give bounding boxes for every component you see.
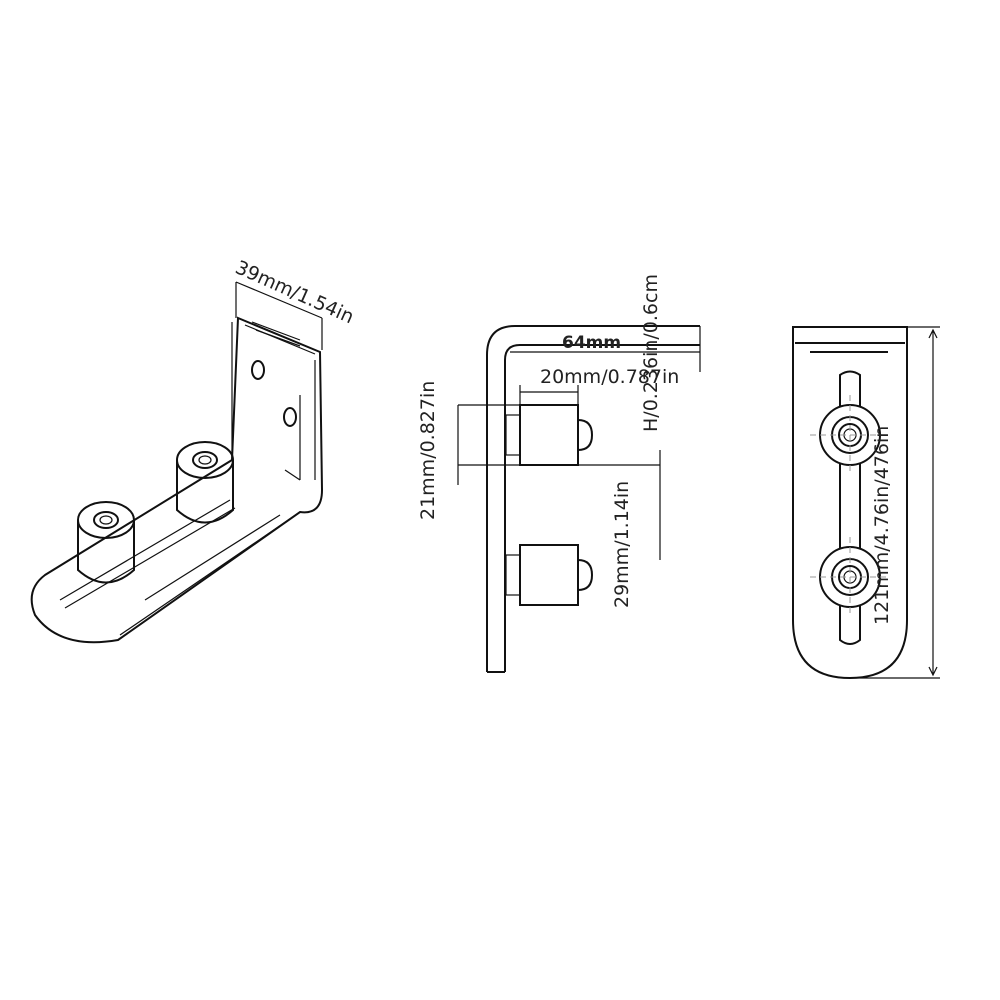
label-64mm: 64mm [562,333,621,353]
roller-side-2 [519,544,579,606]
roller-2 [77,501,135,584]
bracket-outline [30,316,324,644]
roller-top-1 [810,395,890,475]
label-121mm: 121mm/4.76in/476in [871,426,893,625]
isometric-view: 39mm/1.54in [30,256,357,644]
slot [839,370,861,645]
roller-1 [176,441,234,524]
top-view: 121mm/4.76in/476in [792,326,940,680]
label-21mm: 21mm/0.827in [417,381,439,520]
side-view: 64mm 20mm/0.787in 21mm/0.827in H/0.236in… [417,274,701,673]
label-39mm: 39mm/1.54in [232,256,357,328]
label-20mm: 20mm/0.787in [540,366,679,388]
roller-top-2 [810,537,890,617]
label-thickness: H/0.236in/0.6cm [640,274,662,432]
label-29mm: 29mm/1.14in [611,481,633,608]
roller-side-1 [519,404,579,466]
